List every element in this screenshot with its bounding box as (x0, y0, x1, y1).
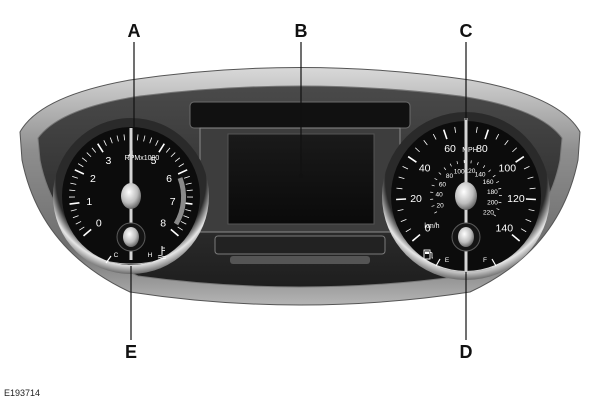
speedometer-kmh-220: 220 (483, 210, 494, 217)
speedometer-kmh-100: 100 (454, 168, 465, 175)
speedometer-kmh-200: 200 (487, 200, 498, 207)
callout-a-label: A (128, 21, 141, 41)
info-display-top-strip (190, 102, 410, 128)
callout-c-label: C (460, 21, 473, 41)
speedometer-mph-60: 60 (444, 143, 456, 155)
speedometer-mph-80: 80 (476, 143, 488, 155)
figure-id-label: E193714 (4, 388, 40, 398)
tachometer-number-3: 3 (106, 155, 112, 167)
speedometer-kmh-160: 160 (483, 179, 494, 186)
speedometer-kmh-80: 80 (446, 173, 454, 180)
speedometer-mph-120: 120 (507, 193, 525, 205)
speedometer-needle-hub (455, 182, 477, 210)
callout-d-label: D (460, 342, 473, 362)
tachometer-number-1: 1 (86, 196, 92, 208)
info-display-base (230, 256, 370, 264)
speedometer-mph-20: 20 (410, 193, 422, 205)
tachometer-needle-hub (121, 183, 141, 209)
tachometer-number-6: 6 (166, 173, 172, 185)
speedometer-mph-100: 100 (499, 162, 517, 174)
callout-b-dot (299, 174, 303, 178)
tachometer-number-0: 0 (96, 217, 102, 229)
callout-e-label: E (125, 342, 137, 362)
temperature-needle-hub (123, 227, 139, 247)
tachometer-number-8: 8 (160, 217, 166, 229)
fuel-needle-hub (458, 227, 474, 247)
speedometer-mph-140: 140 (496, 223, 514, 235)
speedometer-kmh-20: 20 (437, 202, 445, 209)
fuel-full-label: F (483, 257, 487, 264)
callout-b-label: B (295, 21, 308, 41)
fuel-empty-label: E (445, 257, 450, 264)
speedometer-kmh-60: 60 (439, 181, 447, 188)
speedometer-kmh-180: 180 (487, 189, 498, 196)
tachometer-gauge: 012345678 RPMx1000 C H (53, 118, 209, 274)
info-display-bottom-strip (215, 236, 385, 254)
tachometer-number-2: 2 (90, 173, 96, 185)
speedometer-kmh-140: 140 (475, 172, 486, 179)
speedometer-mph-40: 40 (419, 162, 431, 174)
temperature-hot-label: H (148, 252, 153, 259)
speedometer-kmh-unit: km/h (424, 223, 439, 230)
tachometer-number-7: 7 (170, 196, 176, 208)
speedometer-kmh-40: 40 (436, 192, 444, 199)
temperature-cold-label: C (114, 252, 119, 259)
